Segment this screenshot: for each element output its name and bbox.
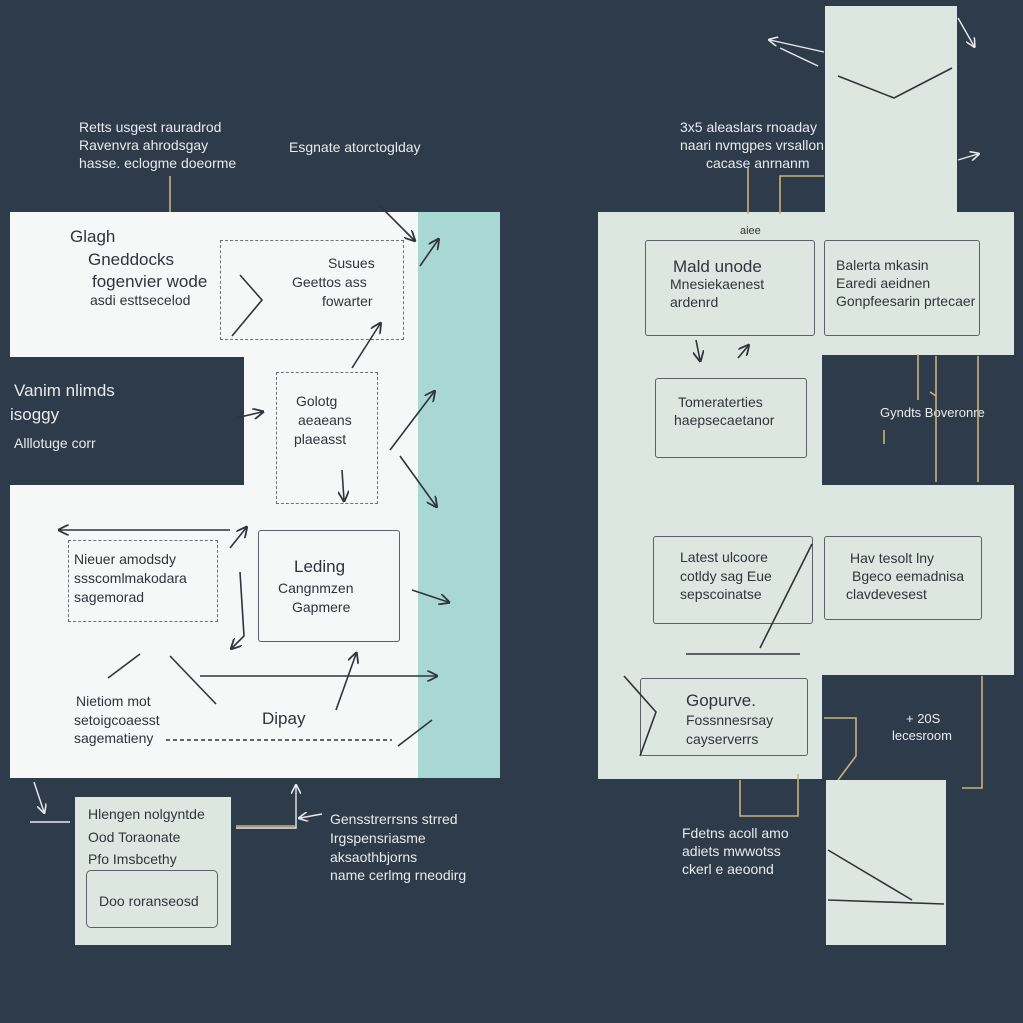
card-button[interactable] [86, 870, 218, 928]
left-dashed-box [68, 540, 218, 622]
dashed-box-2-line-1: Golotg [296, 393, 338, 409]
right-box-2 [824, 240, 980, 336]
bottom-left-text-3: sagematieny [74, 730, 154, 746]
right-side-label-2a: + 20S [906, 711, 941, 726]
right-top-note-1: 3x5 aleaslars rnoaday [680, 119, 817, 135]
arrow [957, 154, 978, 160]
arrow [236, 786, 296, 829]
right-box-3 [655, 378, 807, 458]
right-top-note-3: cacase anrnanm [706, 155, 810, 171]
connector [929, 391, 937, 397]
left-panel-teal-strip [418, 212, 500, 778]
right-box-4-line-3: sepscoinatse [680, 586, 762, 602]
right-box-6-line-1: Gopurve. [686, 691, 756, 710]
dashed-box-1-line-2: Geettos ass [292, 274, 367, 290]
right-box-1 [645, 240, 815, 336]
dashed-box-1-line-3: fowarter [322, 293, 373, 309]
left-top-note-b: Esgnate atorctoglday [289, 139, 421, 155]
arrow [779, 47, 819, 67]
header-block-line-1: Gneddocks [88, 250, 174, 269]
right-box-3-line-2: haepsecaetanor [674, 412, 775, 428]
dashed-box-2 [276, 372, 378, 504]
bottom-left-text-1: Nietiom mot [76, 693, 151, 709]
right-bottom-note-2: adiets mwwotss [682, 843, 781, 859]
center-box-line-3: Gapmere [292, 599, 351, 615]
dashed-box-1 [220, 240, 404, 340]
right-panel-left-column [598, 352, 822, 487]
connector [824, 717, 857, 781]
card-line-1: Hlengen nolgyntde [88, 806, 205, 822]
arrow [957, 17, 974, 46]
right-box-1-line-1: Mald unode [673, 257, 762, 276]
left-bottom-note-4: name cerlmg rneodirg [330, 867, 467, 883]
left-card [75, 797, 231, 945]
right-panel-top-tab [825, 6, 957, 216]
side-label-2: isoggy [10, 405, 60, 424]
left-box-line-2: ssscomlmakodara [74, 570, 187, 586]
bottom-center-text: Dipay [262, 709, 306, 728]
right-box-3-line-1: Tomeraterties [678, 394, 763, 410]
dashed-box-2-line-3: plaeasst [294, 431, 347, 447]
card-line-3: Pfo Imsbcethy [88, 851, 177, 867]
connector [779, 175, 824, 214]
connector [739, 774, 799, 817]
center-box-title: Leding [294, 557, 346, 576]
card-button-label: Doo roranseosd [99, 893, 199, 909]
side-label-1: Vanim nlimds [14, 381, 115, 400]
right-bottom-note-1: Fdetns acoll amo [682, 825, 789, 841]
right-box-2-line-3: Gonpfeesarin prtecaer [836, 293, 976, 309]
bottom-left-text-2: setoigcoaesst [74, 712, 160, 728]
dashed-box-2-line-2: aeaeans [298, 412, 352, 428]
left-box-line-1: Nieuer amodsdy [74, 551, 176, 567]
right-box-4-line-2: cotldy sag Eue [680, 568, 772, 584]
right-box-2-line-2: Earedi aeidnen [836, 275, 931, 291]
dashed-box-1-line-1: Susues [328, 255, 375, 271]
right-panel-top [598, 212, 1014, 355]
left-bottom-note-3: aksaothbjorns [330, 849, 418, 865]
right-box-5-line-2: Bgeco eemadnisa [852, 568, 965, 584]
right-box-2-line-1: Balerta mkasin [836, 257, 929, 273]
card-line-2: Ood Toraonate [88, 829, 181, 845]
left-bottom-note-1: Gensstrerrsns strred [330, 811, 458, 827]
right-box-1-line-3: ardenrd [670, 294, 719, 310]
center-box-line-2: Cangnmzen [278, 580, 354, 596]
connector [962, 676, 983, 789]
left-panel-bottom [10, 485, 420, 778]
left-bottom-note-2: Irgspensriasme [330, 830, 426, 846]
header-block-line-3: asdi esttsecelod [90, 292, 191, 308]
arrow [300, 814, 323, 818]
right-box-6-line-3: cayserverrs [686, 731, 759, 747]
right-box-5 [824, 536, 982, 620]
arrow [33, 781, 44, 812]
header-block-line-2: fogenvier wode [92, 272, 208, 291]
side-label-sub: Alllotuge corr [14, 435, 96, 451]
header-block-title: Glagh [70, 227, 116, 246]
right-top-note-2: naari nvmgpes vrsallon [680, 137, 824, 153]
right-bottom-note-3: ckerl e aeoond [682, 861, 774, 877]
left-top-note-2: Ravenvra ahrodsgay [79, 137, 209, 153]
center-box [258, 530, 400, 642]
left-box-line-3: sagemorad [74, 589, 145, 605]
right-side-label-2b: lecesroom [892, 728, 952, 743]
arrow [770, 40, 825, 53]
right-box-5-line-1: Hav tesolt lny [850, 550, 935, 566]
right-side-label: Gyndts Boveronre [880, 405, 985, 420]
right-small-label: aiee [740, 225, 761, 237]
right-box-1-line-2: Mnesiekaenest [670, 276, 765, 292]
right-box-4-line-1: Latest ulcoore [680, 549, 768, 565]
left-top-note-1: Retts usgest rauradrod [79, 119, 222, 135]
left-top-note-3: hasse. eclogme doeorme [79, 155, 237, 171]
right-box-5-line-3: clavdevesest [846, 586, 927, 602]
right-panel-bottom-card [826, 780, 946, 945]
right-box-6-line-2: Fossnnesrsay [686, 712, 774, 728]
